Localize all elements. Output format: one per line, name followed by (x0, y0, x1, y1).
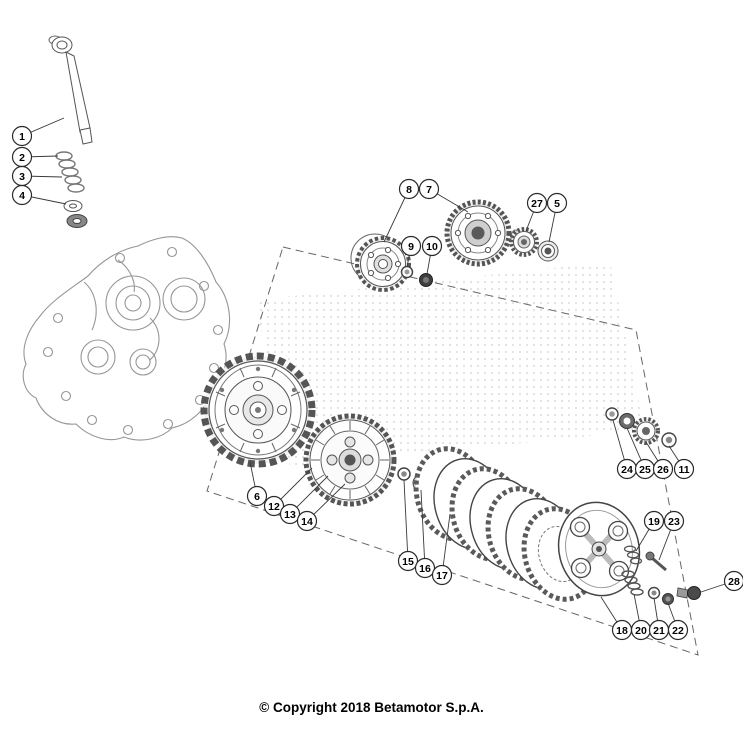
svg-text:2: 2 (19, 152, 25, 164)
clutch-inner-hub-drawing (303, 413, 397, 507)
callout-13: 13 (279, 503, 301, 525)
svg-text:26: 26 (657, 464, 669, 476)
callout-10: 10 (421, 235, 443, 257)
clutch-basket-drawing (200, 352, 316, 468)
svg-text:23: 23 (668, 516, 680, 528)
callout-21: 21 (648, 619, 670, 641)
callout-17: 17 (431, 564, 453, 586)
adjuster-screw-drawing (645, 551, 667, 572)
circlip-drawing (605, 407, 619, 421)
callout-25: 25 (634, 458, 656, 480)
primary-gear-drawing (350, 233, 411, 292)
callout-1: 1 (11, 125, 33, 147)
callout-18: 18 (611, 619, 633, 641)
svg-text:16: 16 (419, 563, 431, 575)
svg-text:25: 25 (639, 464, 651, 476)
svg-text:8: 8 (406, 184, 412, 196)
callout-4: 4 (11, 184, 33, 206)
callout-3: 3 (11, 165, 33, 187)
washer-pair-drawing (63, 200, 88, 228)
svg-text:18: 18 (616, 625, 628, 637)
svg-text:28: 28 (728, 576, 740, 588)
svg-text:11: 11 (678, 464, 689, 476)
svg-text:6: 6 (254, 491, 260, 503)
mounting-bolt-drawing (676, 586, 701, 600)
callout-22: 22 (667, 619, 689, 641)
svg-text:13: 13 (284, 509, 296, 521)
svg-text:12: 12 (268, 501, 280, 513)
crankcase-drawing (22, 236, 231, 441)
svg-text:7: 7 (426, 184, 432, 196)
clutch-spring-drawing (621, 570, 644, 596)
callout-9: 9 (400, 235, 422, 257)
thrust-washer-drawing (397, 467, 411, 481)
spring-nut-drawing (662, 593, 674, 605)
svg-text:20: 20 (635, 625, 647, 637)
svg-text:4: 4 (19, 190, 25, 202)
small-washer-drawing (400, 265, 414, 279)
callout-7: 7 (418, 178, 440, 200)
svg-text:10: 10 (426, 241, 438, 253)
retaining-washer-drawing (661, 432, 677, 448)
callout-23: 23 (663, 510, 685, 532)
svg-text:19: 19 (648, 516, 660, 528)
callout-27: 27 (526, 192, 548, 214)
svg-text:15: 15 (402, 556, 414, 568)
svg-text:9: 9 (408, 241, 414, 253)
svg-text:1: 1 (19, 131, 25, 143)
callout-16: 16 (414, 557, 436, 579)
small-spring-drawing (623, 545, 643, 565)
svg-text:24: 24 (621, 464, 633, 476)
svg-text:14: 14 (301, 516, 313, 528)
dark-washer-drawing (619, 413, 635, 429)
assembly-boundary-dashed-box (206, 246, 699, 656)
callout-6: 6 (246, 485, 268, 507)
kickstart-idle-gear-drawing (632, 417, 660, 445)
callout-8: 8 (398, 178, 420, 200)
callout-14: 14 (296, 510, 318, 532)
svg-text:27: 27 (531, 198, 543, 210)
leader-line (441, 513, 451, 576)
leader-line (420, 489, 426, 569)
svg-text:3: 3 (19, 171, 25, 183)
callout-19: 19 (643, 510, 665, 532)
callout-24: 24 (616, 458, 638, 480)
pinion-gear-drawing (509, 227, 539, 257)
callout-20: 20 (630, 619, 652, 641)
svg-text:5: 5 (554, 198, 560, 210)
svg-text:17: 17 (436, 570, 448, 582)
callout-5: 5 (546, 192, 568, 214)
coil-spring-drawing (55, 151, 85, 193)
oil-dipstick-drawing (48, 35, 93, 145)
copyright-text: © Copyright 2018 Betamotor S.p.A. (259, 700, 484, 715)
callout-2: 2 (11, 146, 33, 168)
pressure-plate-drawing (557, 501, 641, 597)
spring-washer-drawing (647, 586, 661, 600)
leader-line (403, 479, 409, 562)
nut-drawing (419, 273, 433, 287)
svg-text:22: 22 (672, 625, 684, 637)
svg-text:21: 21 (653, 625, 665, 637)
callout-28: 28 (723, 570, 743, 592)
driven-gear-drawing (444, 199, 512, 267)
callout-12: 12 (263, 495, 285, 517)
callout-11: 11 (673, 458, 695, 480)
spacer-drawing (537, 240, 559, 262)
callout-15: 15 (397, 550, 419, 572)
callout-26: 26 (652, 458, 674, 480)
